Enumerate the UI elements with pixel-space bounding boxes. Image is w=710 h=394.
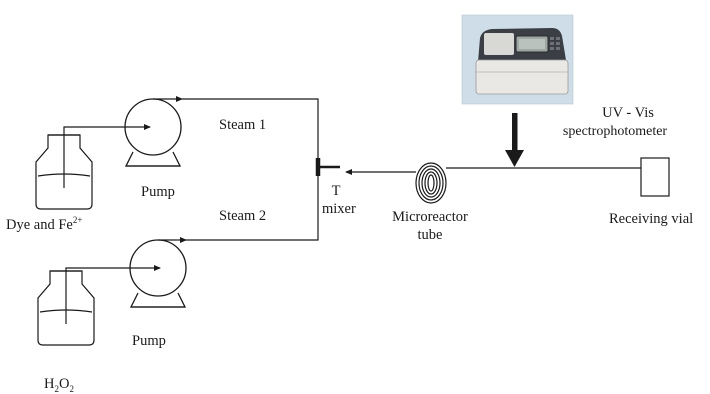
receiving-vial-icon	[640, 157, 670, 197]
microreactor-label-line1: Microreactor	[392, 209, 468, 225]
receiving-vial-label: Receiving vial	[609, 211, 694, 227]
reagent-2-label-o: O	[58, 376, 70, 392]
uvvis-label-line1: UV - Vis	[602, 105, 654, 121]
spectrophotometer-photo	[461, 14, 574, 105]
microreactor-label-line2: tube	[417, 227, 443, 243]
reagent-2-label-sub2: 2	[69, 383, 74, 394]
stream-2-label: Steam 2	[219, 208, 267, 224]
pump-top-label: Pump	[141, 184, 175, 200]
peristaltic-pump-icon	[124, 98, 182, 167]
detector-arrow-icon	[505, 113, 524, 167]
feed-tube-top	[63, 124, 151, 133]
feed-tube-bottom	[65, 265, 161, 271]
uvvis-label-line2: spectrophotometer	[562, 124, 668, 139]
reagent-2-label-sub1: 2	[54, 383, 59, 394]
coiled-tube-icon	[415, 162, 447, 204]
stream-2-line	[186, 176, 319, 241]
reagent-1-label-charge: 2+	[72, 215, 83, 226]
pump-bottom-label: Pump	[132, 333, 166, 349]
reagent-bottle-icon	[37, 269, 95, 346]
t-mixer-label-line2: mixer	[322, 201, 356, 217]
t-mixer-icon	[315, 158, 340, 176]
reagent-bottle-icon	[35, 133, 93, 210]
reagent-1-label-base: Dye and Fe	[6, 217, 73, 233]
reagent-2-label-h: H	[44, 376, 55, 392]
peristaltic-pump-icon	[129, 239, 187, 308]
stream-1-line	[182, 98, 319, 158]
reagent-2-label: H2O2	[44, 376, 74, 393]
stream-1-label: Steam 1	[219, 117, 267, 133]
reagent-1-label: Dye and Fe2+	[6, 215, 83, 234]
t-mixer-label-line1: T	[331, 183, 341, 199]
